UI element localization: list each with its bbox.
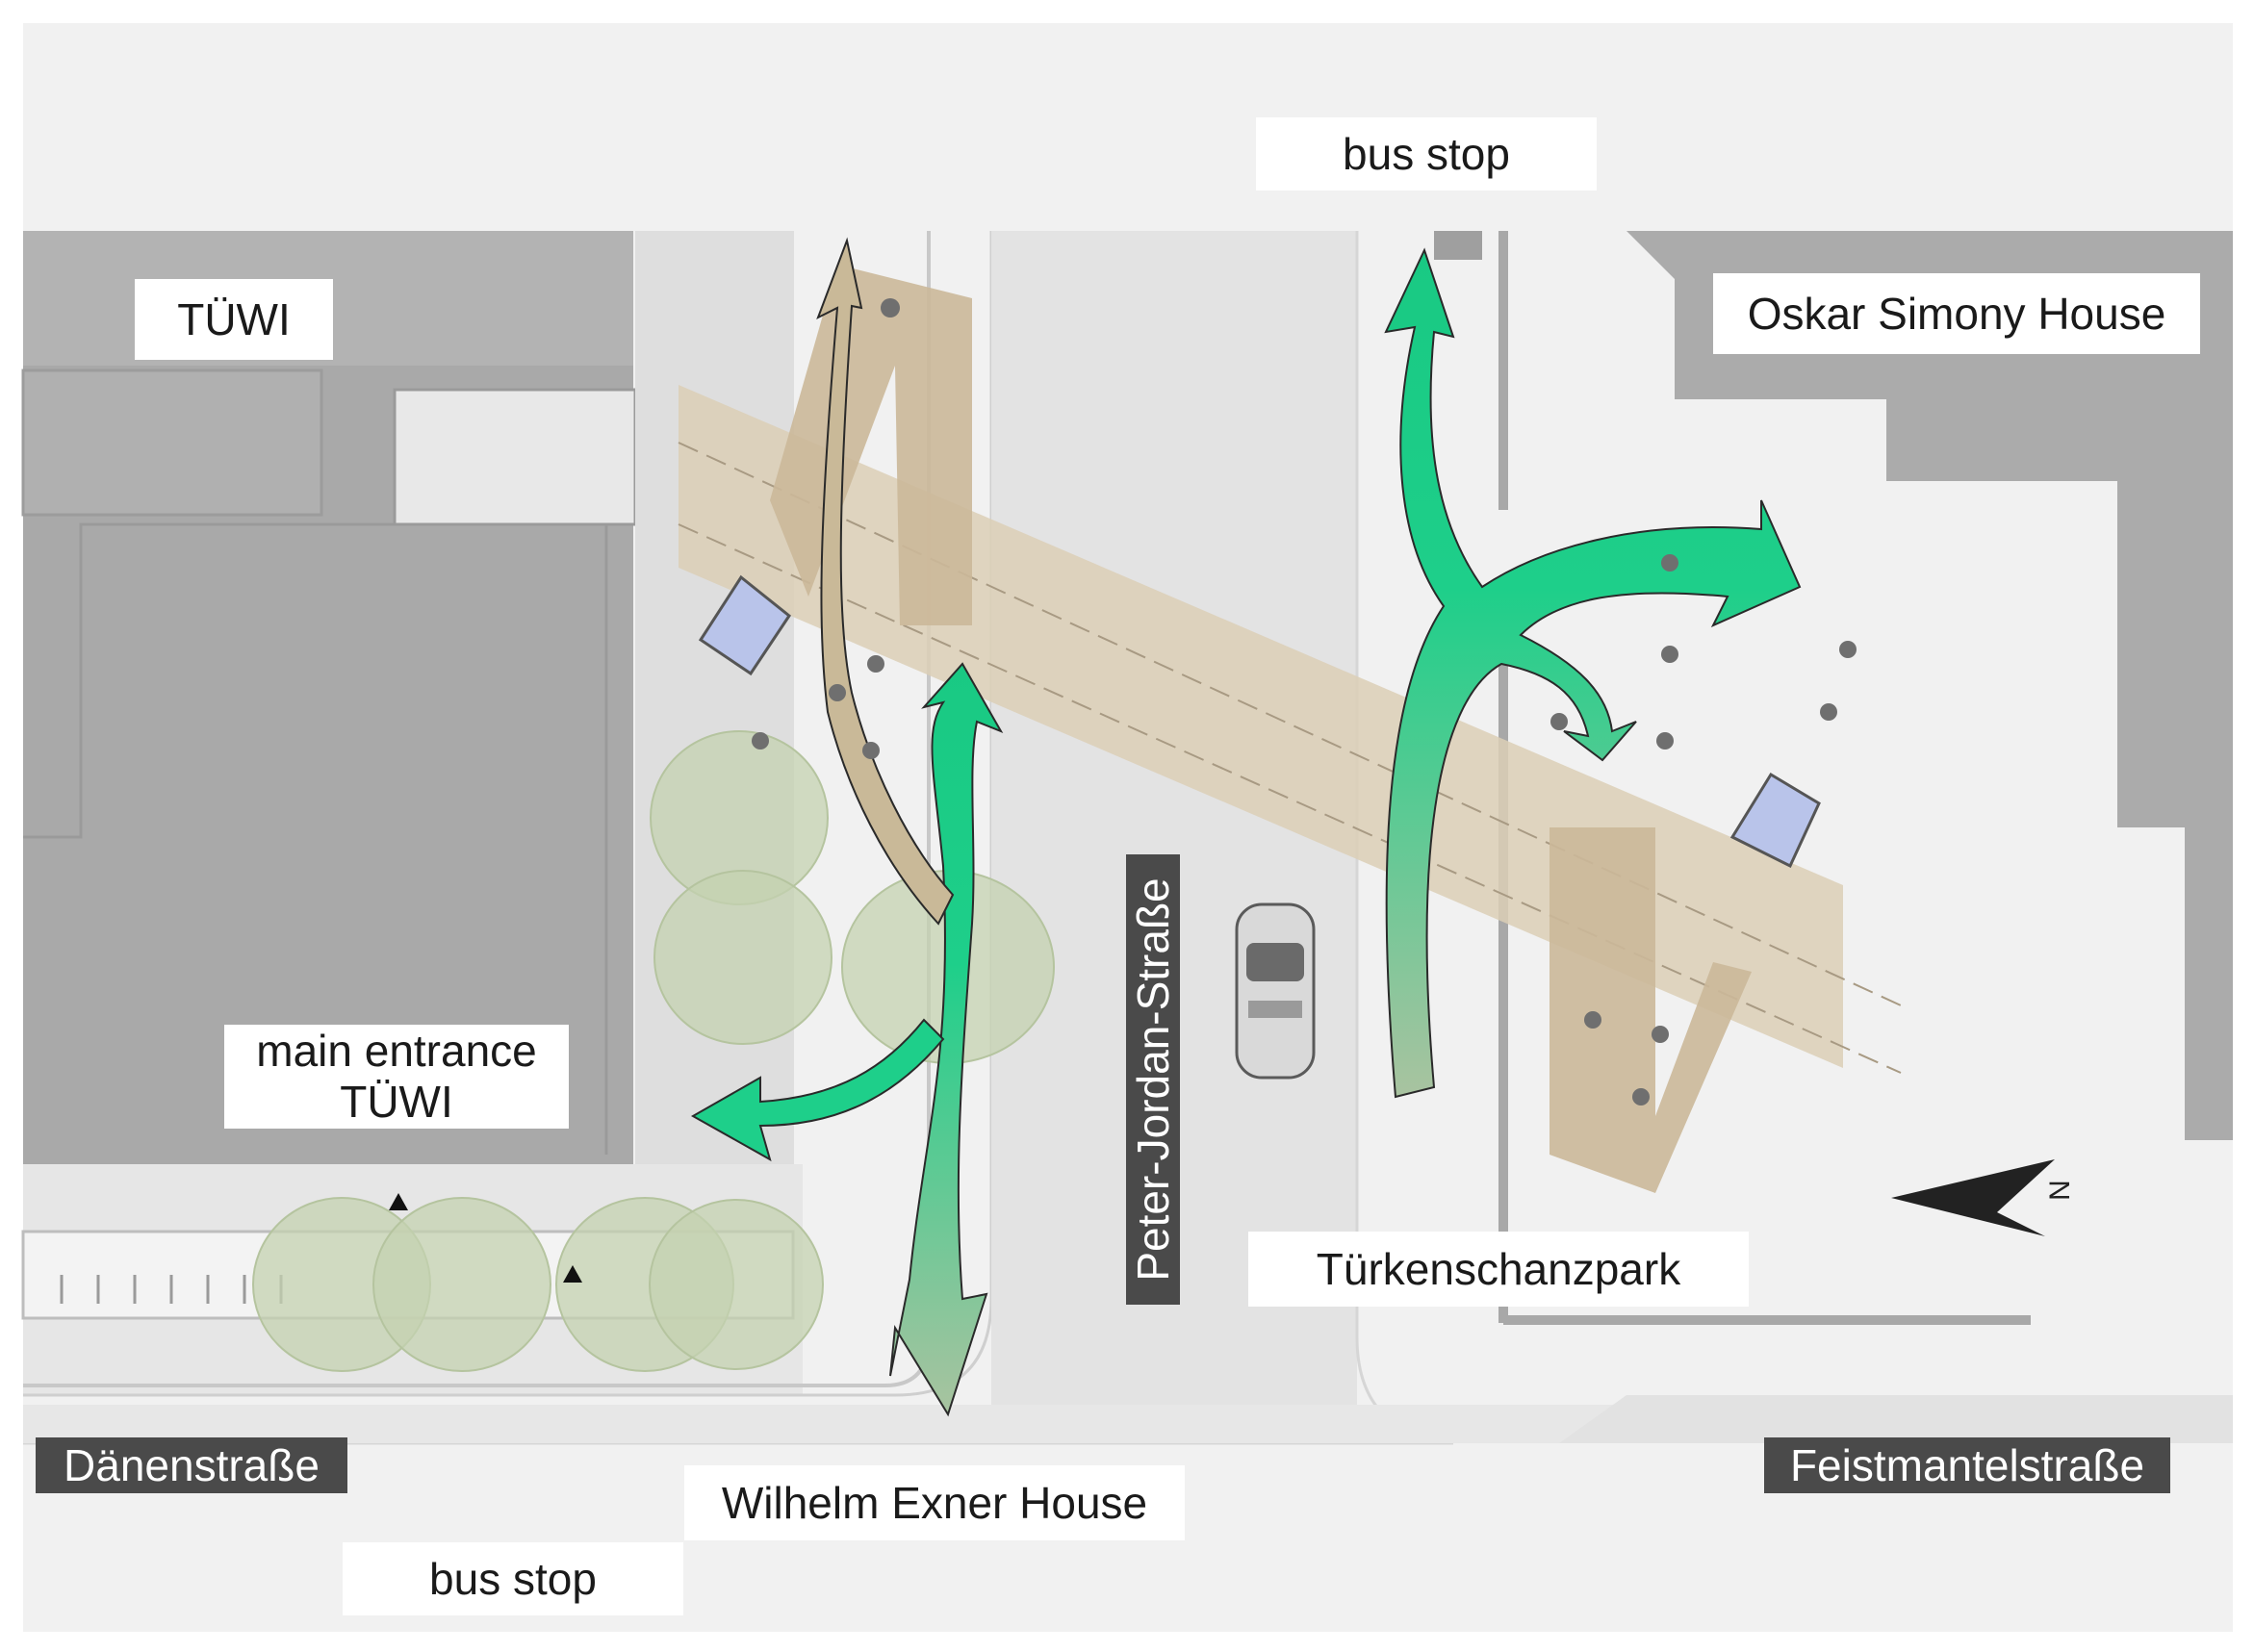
tuewi-building: [21, 231, 794, 1212]
label-main-entrance-line2: TÜWI: [340, 1077, 453, 1127]
label-daenenstrasse: Dänenstraße: [36, 1437, 347, 1493]
tree-icon: [252, 730, 1055, 1372]
label-feistmantelstrasse: Feistmantelstraße: [1764, 1437, 2170, 1493]
entrance-marker-icon: [389, 1193, 408, 1210]
label-peter-jordan-strasse: Peter-Jordan-Straße: [1126, 854, 1180, 1305]
label-oskar-simony-house: Oskar Simony House: [1713, 273, 2200, 354]
label-tuewi: TÜWI: [135, 279, 333, 360]
stairs-left: [770, 265, 972, 625]
car-icon: [1235, 902, 1316, 1080]
label-peter-jordan-strasse-text: Peter-Jordan-Straße: [1128, 877, 1178, 1282]
pedestrian-flow-arrows: [690, 237, 1802, 1417]
label-tuerkenschanzpark: Türkenschanzpark: [1248, 1232, 1749, 1307]
north-arrow-icon: N: [1891, 1159, 2076, 1236]
label-main-entrance: main entrance TÜWI: [224, 1025, 569, 1129]
north-arrow-letter: N: [2044, 1180, 2076, 1201]
label-main-entrance-line1: main entrance: [256, 1026, 537, 1077]
label-bus-stop-bottom: bus stop: [343, 1542, 683, 1615]
label-bus-stop-top: bus stop: [1256, 117, 1597, 191]
stairs-right: [1550, 827, 1752, 1193]
pavilion-icon: [698, 574, 1821, 869]
entrance-marker-icon: [563, 1265, 582, 1283]
bench-ticks: [60, 1275, 283, 1304]
pedestrian-icon: [752, 298, 1857, 1106]
label-wilhelm-exner-house: Wilhelm Exner House: [684, 1465, 1185, 1540]
